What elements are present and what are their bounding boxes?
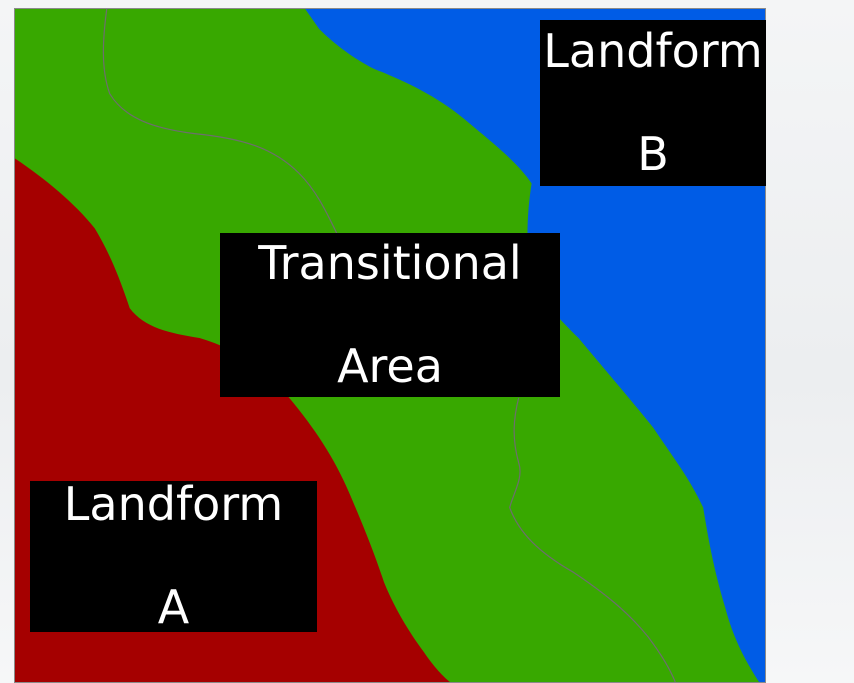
landform-b-label-line2: B xyxy=(637,126,669,181)
landform-a-label-line2: A xyxy=(157,580,190,635)
boundary-line-lower xyxy=(509,397,676,682)
landform-a-label-line1: Landform xyxy=(63,477,284,532)
transitional-area-label-line2: Area xyxy=(337,338,443,393)
transitional-area-label: Transitional Area xyxy=(220,233,560,397)
boundary-line-upper xyxy=(102,9,345,249)
transitional-area-label-line1: Transitional xyxy=(258,235,522,290)
landform-b-label: Landform B xyxy=(540,20,766,186)
landform-b-label-line1: Landform xyxy=(543,23,763,78)
landform-a-label: Landform A xyxy=(30,477,317,635)
